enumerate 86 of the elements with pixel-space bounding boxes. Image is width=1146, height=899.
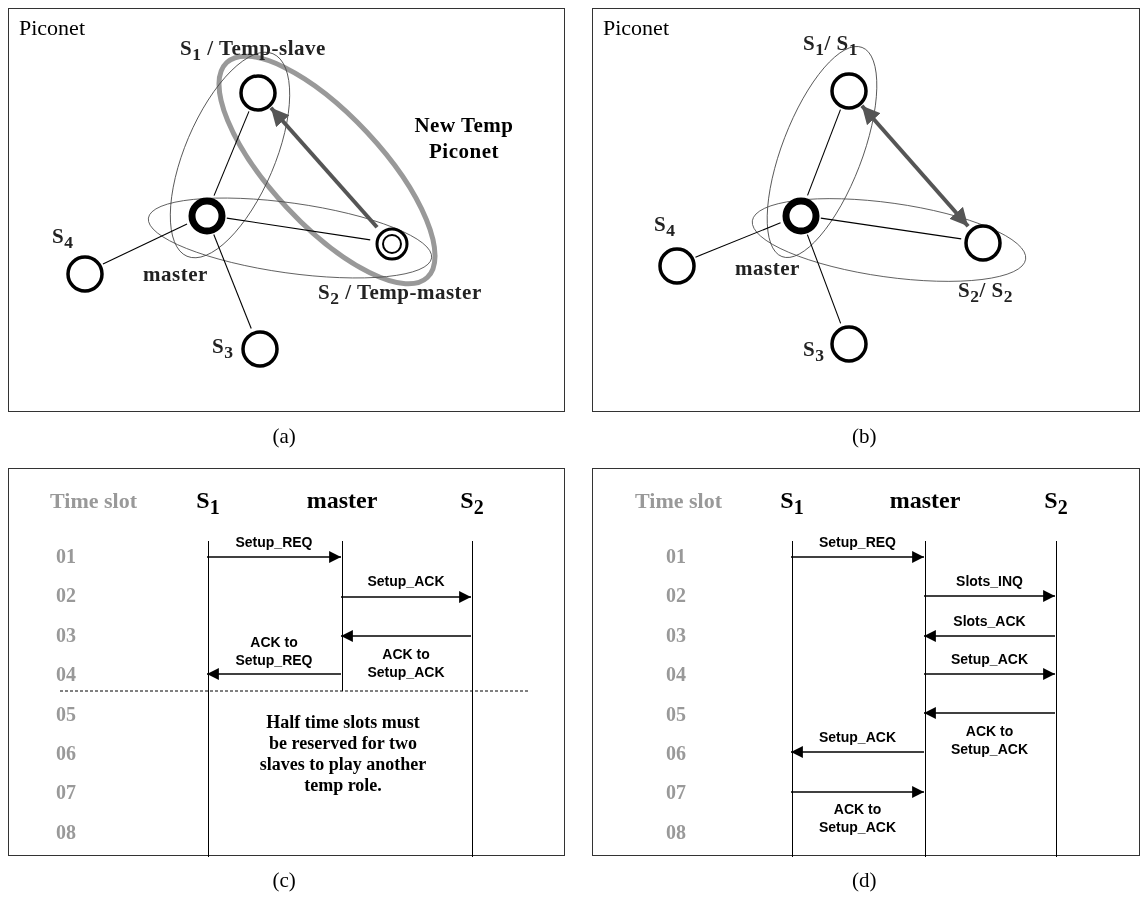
panel-caption: (b) bbox=[852, 424, 877, 449]
panel-title: Piconet bbox=[603, 15, 669, 41]
edge-label: Setup_REQ bbox=[818, 533, 897, 551]
lifeline-header: S$_{1}$ bbox=[195, 487, 221, 519]
edge-label: Setup_ACK bbox=[818, 728, 897, 746]
slot-number: 01 bbox=[666, 545, 686, 568]
edge-label: Setup_ACK bbox=[950, 650, 1029, 668]
connector-line bbox=[226, 217, 371, 241]
arrow bbox=[923, 707, 1056, 719]
panel-frame bbox=[8, 468, 565, 856]
node-circle bbox=[828, 70, 870, 112]
arrow bbox=[340, 630, 472, 642]
group-title: New Temp Piconet bbox=[413, 112, 515, 164]
slot-number: 07 bbox=[56, 781, 76, 805]
node-circle bbox=[962, 222, 1004, 264]
slot-number: 03 bbox=[56, 623, 76, 647]
edge-label: ACK to Setup_ACK bbox=[950, 722, 1029, 758]
arrow bbox=[923, 590, 1056, 602]
connector-line bbox=[820, 217, 962, 240]
node-circle bbox=[64, 253, 106, 295]
panel-frame bbox=[8, 8, 565, 412]
slot-number: 04 bbox=[56, 663, 76, 687]
slot-number: 02 bbox=[56, 584, 76, 608]
edge-label: Setup_REQ bbox=[234, 533, 314, 551]
connector-line bbox=[806, 234, 842, 324]
arrow bbox=[860, 104, 970, 228]
panel-caption: (d) bbox=[852, 868, 877, 893]
arrow bbox=[269, 106, 379, 229]
connector-line bbox=[213, 233, 252, 330]
connector-line bbox=[102, 223, 188, 265]
panel-frame bbox=[592, 8, 1140, 412]
arrow bbox=[790, 746, 925, 758]
edge-label: Slots_INQ bbox=[955, 572, 1024, 590]
node-label: S$_{3}$ bbox=[803, 337, 825, 367]
slot-number: 03 bbox=[666, 623, 686, 647]
arrow bbox=[923, 668, 1056, 680]
connector-line bbox=[807, 109, 841, 196]
edge-label: ACK to Setup_ACK bbox=[818, 800, 897, 836]
arrow bbox=[790, 786, 925, 798]
arrow bbox=[340, 591, 472, 603]
slot-number: 08 bbox=[56, 820, 76, 844]
axis-title: Time slot bbox=[50, 488, 137, 514]
slot-number: 06 bbox=[666, 742, 686, 765]
edge-label: Slots_ACK bbox=[952, 612, 1027, 630]
slot-number: 07 bbox=[666, 781, 686, 805]
arrow bbox=[206, 668, 342, 680]
arrow bbox=[790, 551, 925, 563]
lifeline-header: master bbox=[888, 487, 962, 514]
lifeline-header: S$_{2}$ bbox=[1043, 487, 1069, 519]
lifeline-header: S$_{1}$ bbox=[779, 487, 805, 519]
slot-number: 05 bbox=[666, 702, 686, 726]
node-label: master bbox=[143, 262, 208, 287]
node-circle bbox=[656, 245, 698, 287]
slot-number: 02 bbox=[666, 584, 686, 608]
axis-title: Time slot bbox=[635, 488, 722, 514]
node-label: S$_{2}$/ S$_{2}$ bbox=[958, 278, 1013, 308]
note-text: Half time slots must be reserved for two slaves to play another temp role. bbox=[258, 712, 428, 796]
lifeline-header: S$_{2}$ bbox=[459, 487, 485, 519]
slot-number: 05 bbox=[56, 702, 76, 726]
node-circle bbox=[239, 328, 281, 370]
panel-title: Piconet bbox=[19, 15, 85, 41]
node-circle bbox=[828, 323, 870, 365]
panel-caption: (a) bbox=[272, 424, 296, 449]
node-label: S$_{3}$ bbox=[212, 334, 234, 364]
edge-label: Setup_ACK bbox=[366, 572, 446, 590]
node-circle bbox=[186, 195, 228, 237]
node-label: S$_{1}$ / Temp-slave bbox=[180, 36, 326, 66]
connector-line bbox=[213, 110, 250, 197]
panel-frame bbox=[592, 468, 1140, 856]
slot-number: 04 bbox=[666, 663, 686, 687]
arrow bbox=[923, 630, 1056, 642]
lifeline-header: master bbox=[305, 487, 379, 514]
node-circle bbox=[237, 72, 279, 114]
edge-label: ACK to Setup_ACK bbox=[366, 645, 446, 681]
slot-number: 08 bbox=[666, 820, 686, 844]
node-label: S$_{2}$ / Temp-master bbox=[318, 280, 482, 310]
node-label: S$_{4}$ bbox=[654, 212, 676, 242]
slot-number: 06 bbox=[56, 742, 76, 765]
node-label: S$_{4}$ bbox=[52, 224, 74, 254]
connector-line bbox=[694, 222, 782, 258]
arrow bbox=[206, 551, 342, 563]
node-circle bbox=[780, 195, 822, 237]
panel-caption: (c) bbox=[272, 868, 296, 893]
edge-label: ACK to Setup_REQ bbox=[234, 633, 314, 669]
slot-number: 01 bbox=[56, 545, 76, 568]
node-label: master bbox=[735, 256, 800, 281]
